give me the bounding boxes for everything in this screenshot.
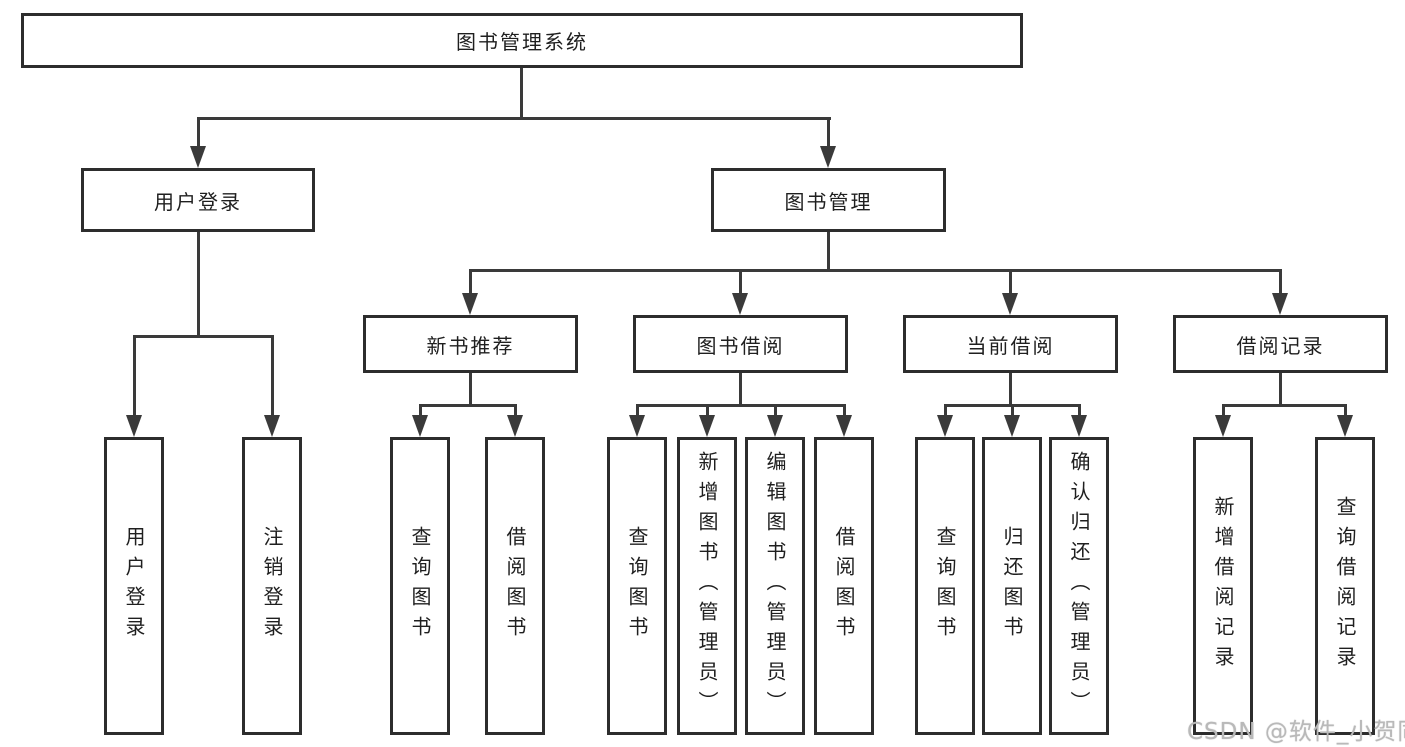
leaf-query-books-current: 查询图书 [915,437,975,735]
arrowhead-borrow-leaf1 [629,415,645,437]
connector-records-leaf1 [1222,404,1225,417]
connector-records-hbar [1222,404,1346,407]
node-user-login: 用户登录 [81,168,315,232]
leaf-user-login: 用户登录 [104,437,164,735]
connector-recommend-leaf1 [419,404,422,417]
connector-borrow-hbar [636,404,846,407]
connector-root-hbar [197,117,831,120]
arrowhead-borrow-leaf2 [699,415,715,437]
connector-recommend-leaf2 [514,404,517,417]
connector-borrow-leaf4 [843,404,846,417]
connector-root-stem [520,68,523,120]
arrowhead-recommend-leaf1 [412,415,428,437]
connector-to-recommend [469,269,472,295]
leaf-borrow-books-recommend: 借阅图书 [485,437,545,735]
node-book-management: 图书管理 [711,168,946,232]
arrowhead-current-leaf1 [937,415,953,437]
watermark: CSDN @软件_小贺同学 [1187,719,1405,745]
connector-to-borrow [739,269,742,295]
connector-to-user-login [197,117,200,150]
node-new-book-recommend: 新书推荐 [363,315,578,373]
connector-recommend-hbar [419,404,516,407]
arrowhead-recommend [462,293,478,315]
arrowhead-leaf-logout [264,415,280,437]
connector-to-records [1279,269,1282,295]
connector-records-stem [1279,373,1282,406]
node-library-management-system: 图书管理系统 [21,13,1023,68]
connector-recommend-stem [469,373,472,406]
connector-current-leaf3 [1078,404,1081,417]
connector-bookmgmt-hbar [470,269,1282,272]
connector-current-leaf2 [1011,404,1014,417]
leaf-query-borrow-record: 查询借阅记录 [1315,437,1375,735]
connector-user-hbar [133,335,274,338]
node-current-borrow: 当前借阅 [903,315,1118,373]
leaf-logout: 注销登录 [242,437,302,735]
connector-borrow-leaf3 [774,404,777,417]
arrowhead-current-leaf2 [1004,415,1020,437]
leaf-query-books-borrow: 查询图书 [607,437,667,735]
arrowhead-borrow-leaf3 [767,415,783,437]
leaf-add-books-admin: 新增图书（管理员） [677,437,737,735]
connector-records-leaf2 [1344,404,1347,417]
arrowhead-borrow-leaf4 [836,415,852,437]
arrowhead-current-leaf3 [1071,415,1087,437]
connector-to-current [1009,269,1012,295]
connector-to-leaf-logout [271,335,274,417]
connector-current-leaf1 [944,404,947,417]
leaf-return-books: 归还图书 [982,437,1042,735]
leaf-query-books-recommend: 查询图书 [390,437,450,735]
node-borrow-records: 借阅记录 [1173,315,1388,373]
node-book-borrow: 图书借阅 [633,315,848,373]
leaf-confirm-return-admin: 确认归还（管理员） [1049,437,1109,735]
connector-bookmgmt-stem [827,232,830,272]
connector-to-leaf-user-login [133,335,136,417]
leaf-borrow-books: 借阅图书 [814,437,874,735]
connector-to-book-management [827,117,830,150]
connector-current-stem [1009,373,1012,406]
arrowhead-borrow [732,293,748,315]
arrowhead-book-management [820,146,836,168]
connector-borrow-stem [739,373,742,406]
connector-borrow-leaf2 [706,404,709,417]
arrowhead-records-leaf1 [1215,415,1231,437]
leaf-add-borrow-record: 新增借阅记录 [1193,437,1253,735]
connector-borrow-leaf1 [636,404,639,417]
connector-user-stem [197,232,200,338]
leaf-edit-books-admin: 编辑图书（管理员） [745,437,805,735]
arrowhead-current [1002,293,1018,315]
arrowhead-records [1272,293,1288,315]
arrowhead-leaf-user-login [126,415,142,437]
arrowhead-user-login [190,146,206,168]
arrowhead-recommend-leaf2 [507,415,523,437]
arrowhead-records-leaf2 [1337,415,1353,437]
